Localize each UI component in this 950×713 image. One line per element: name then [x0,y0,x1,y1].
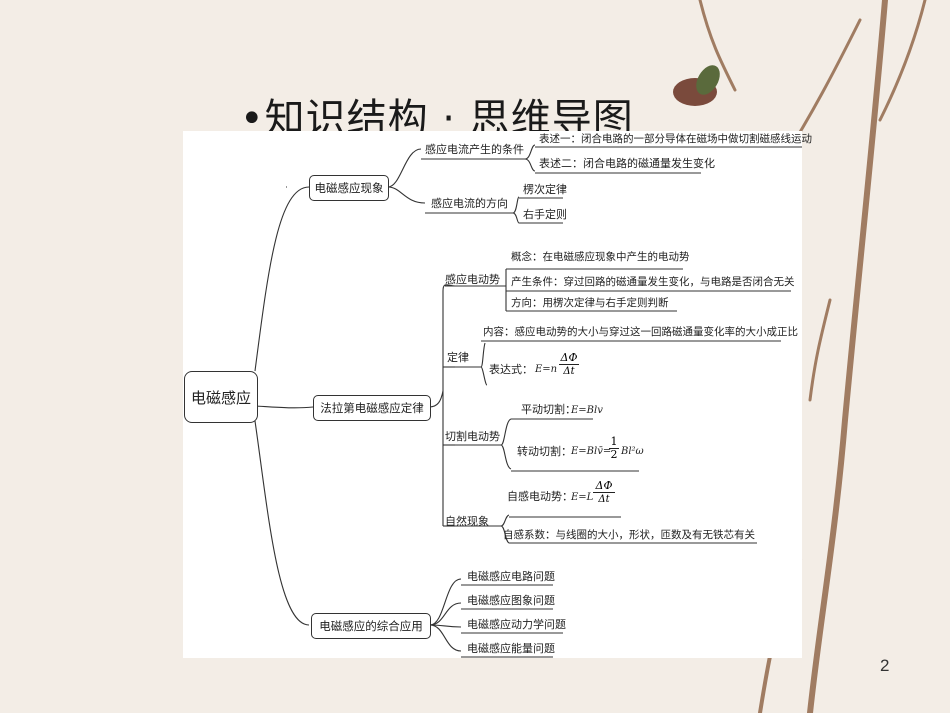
law-fraction-numerator: ΔΦ [559,351,579,365]
leaf-emf-condition: 产生条件：穿过回路的磁通量发生变化，与电路是否闭合无关 [511,276,795,288]
mindmap-panel: 电磁感应 电磁感应现象 感应电流产生的条件 表述一：闭合电路的一部分导体在磁场中… [183,131,812,658]
sub-node-induced-emf: 感应电动势 [445,273,500,286]
leaf-right-hand-rule: 右手定则 [523,208,567,221]
leaf-lenz-law: 楞次定律 [523,183,567,196]
root-node: 电磁感应 [184,371,258,423]
branch-node-applications: 电磁感应的综合应用 [311,613,431,639]
sub-node-self-induction: 自然现象 [445,515,489,528]
leaf-self-emf-label: 自感电动势： [507,490,573,503]
leaf-app-dynamics: 电磁感应动力学问题 [467,618,566,631]
page-number: 2 [880,656,890,675]
leaf-app-graph: 电磁感应图象问题 [467,594,555,607]
leaf-statement-2: 表述二：闭合电路的磁通量发生变化 [539,157,715,170]
self-emf-fraction: ΔΦ Δt [593,479,615,507]
rotate-fraction-denominator: 2 [610,448,618,461]
leaf-statement-1: 表述一：闭合电路的一部分导体在磁场中做切割磁感线运动 [539,133,812,145]
self-fraction-numerator: ΔΦ [593,479,615,493]
leaf-rotate-cutting: 转动切割： [517,445,572,458]
leaf-self-inductance: 自感系数：与线圈的大小，形状，匝数及有无铁芯有关 [503,529,755,541]
leaf-law-expression-label: 表达式： [489,363,533,376]
sub-node-current-condition: 感应电流产生的条件 [425,143,524,156]
translate-cutting-expr: E=Blv [571,405,603,416]
rotate-cutting-tail: Bl²ω [621,446,644,457]
law-expression-fraction: ΔΦ Δt [559,351,579,379]
leaf-app-energy: 电磁感应能量问题 [467,642,555,655]
leaf-law-content: 内容：感应电动势的大小与穿过这一回路磁通量变化率的大小成正比 [483,326,798,338]
leaf-emf-direction: 方向：用楞次定律与右手定则判断 [511,297,669,309]
law-fraction-denominator: Δt [563,366,575,377]
rotate-fraction-numerator: 1 [609,435,619,449]
branch-node-faraday-law: 法拉第电磁感应定律 [313,395,431,421]
leaf-emf-concept: 概念：在电磁感应现象中产生的电动势 [511,251,690,263]
sub-node-cutting-emf: 切割电动势 [445,430,500,443]
leaf-translate-cutting: 平动切割： [521,403,576,416]
self-emf-lhs: E=L [571,492,594,503]
leaf-app-circuit: 电磁感应电路问题 [467,570,555,583]
rotate-cutting-fraction: 1 2 [609,436,619,461]
self-fraction-denominator: Δt [598,494,610,505]
sub-node-law: 定律 [447,351,469,364]
mindmap-connectors [254,144,802,658]
law-expression-lhs: E=n [535,364,558,375]
sub-node-current-direction: 感应电流的方向 [431,197,508,210]
rotate-cutting-expr: E=Blv̄= [571,446,612,457]
branch-node-phenomenon: 电磁感应现象 [309,175,389,201]
